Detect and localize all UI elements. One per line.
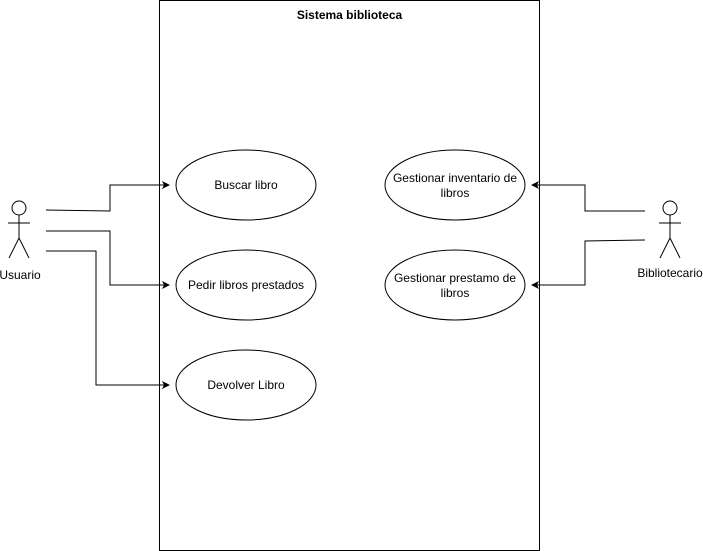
use-case-borrow-ellipse xyxy=(175,249,317,321)
use-case-loans-ellipse xyxy=(384,249,526,321)
use-case-loans-label-line-1: Gestionar prestamo de xyxy=(394,271,516,285)
actor-librarian-icon xyxy=(659,200,681,259)
connector-user-return xyxy=(46,250,170,389)
use-case-loans-label-line-2: libros xyxy=(441,286,470,300)
actor-user-label: Usuario xyxy=(0,268,41,282)
use-case-return[interactable]: Devolver Libro xyxy=(175,349,317,421)
use-case-return-label: Devolver Libro xyxy=(207,378,285,392)
use-case-search[interactable]: Buscar libro xyxy=(175,149,317,221)
connector-librarian-loans xyxy=(531,239,646,289)
use-case-inventory-ellipse xyxy=(384,149,526,221)
connector-librarian-inventory xyxy=(531,181,645,212)
use-case-search-ellipse xyxy=(175,149,317,221)
actor-librarian-label: Bibliotecario xyxy=(637,266,703,280)
connector-user-borrow xyxy=(46,230,170,289)
use-case-return-ellipse xyxy=(175,349,317,421)
use-case-search-label: Buscar libro xyxy=(214,178,278,192)
actor-librarian[interactable]: Bibliotecario xyxy=(637,200,703,280)
use-case-loans[interactable]: Gestionar prestamo de libros xyxy=(384,249,526,321)
use-case-inventory-label-line-1: Gestionar inventario de xyxy=(393,171,517,185)
user-connectors xyxy=(45,181,170,389)
librarian-connectors xyxy=(531,181,646,289)
actor-user-icon xyxy=(8,200,30,259)
system-title: Sistema biblioteca xyxy=(297,8,403,22)
use-case-inventory-label-line-2: libros xyxy=(441,186,470,200)
actor-user[interactable]: Usuario xyxy=(0,200,41,282)
use-case-inventory[interactable]: Gestionar inventario de libros xyxy=(384,149,526,221)
connector-user-search xyxy=(45,181,170,212)
use-case-borrow[interactable]: Pedir libros prestados xyxy=(175,249,317,321)
use-case-borrow-label: Pedir libros prestados xyxy=(188,278,304,292)
